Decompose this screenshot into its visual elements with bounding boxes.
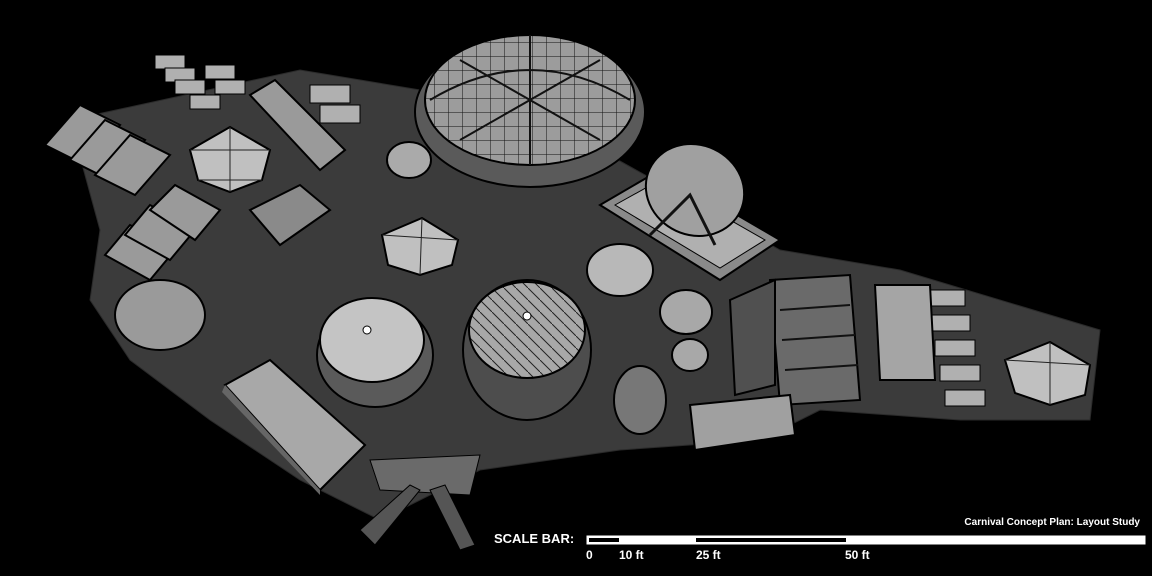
small-dome bbox=[386, 141, 432, 179]
umbrella-tent-2 bbox=[380, 216, 460, 277]
grid-shed bbox=[728, 278, 776, 397]
big-dome-left bbox=[114, 279, 206, 351]
entry-structure bbox=[359, 454, 481, 551]
dome-tent-right bbox=[586, 243, 713, 435]
long-building bbox=[222, 358, 367, 495]
scale-bar-graphic bbox=[586, 535, 1146, 545]
scale-tick-50ft: 50 ft bbox=[845, 548, 870, 562]
umbrella-tent-3 bbox=[1003, 340, 1092, 407]
scale-tick-0: 0 bbox=[586, 548, 593, 562]
parking-cars bbox=[154, 54, 986, 407]
umbrella-tent-1 bbox=[188, 125, 272, 194]
scale-tick-10ft: 10 ft bbox=[619, 548, 644, 562]
animal-barn bbox=[768, 273, 937, 407]
plan-caption: Carnival Concept Plan: Layout Study bbox=[964, 517, 1140, 528]
round-tent-left bbox=[316, 297, 434, 408]
satellite-dish-stage bbox=[598, 143, 782, 282]
big-top-tent bbox=[414, 34, 646, 188]
pergola bbox=[248, 183, 332, 247]
scale-tick-25ft: 25 ft bbox=[696, 548, 721, 562]
scale-bar-label: SCALE BAR: bbox=[494, 531, 575, 546]
round-tent-center bbox=[462, 279, 592, 421]
trailer-row-left bbox=[43, 78, 347, 282]
ticket-booth bbox=[688, 393, 797, 452]
